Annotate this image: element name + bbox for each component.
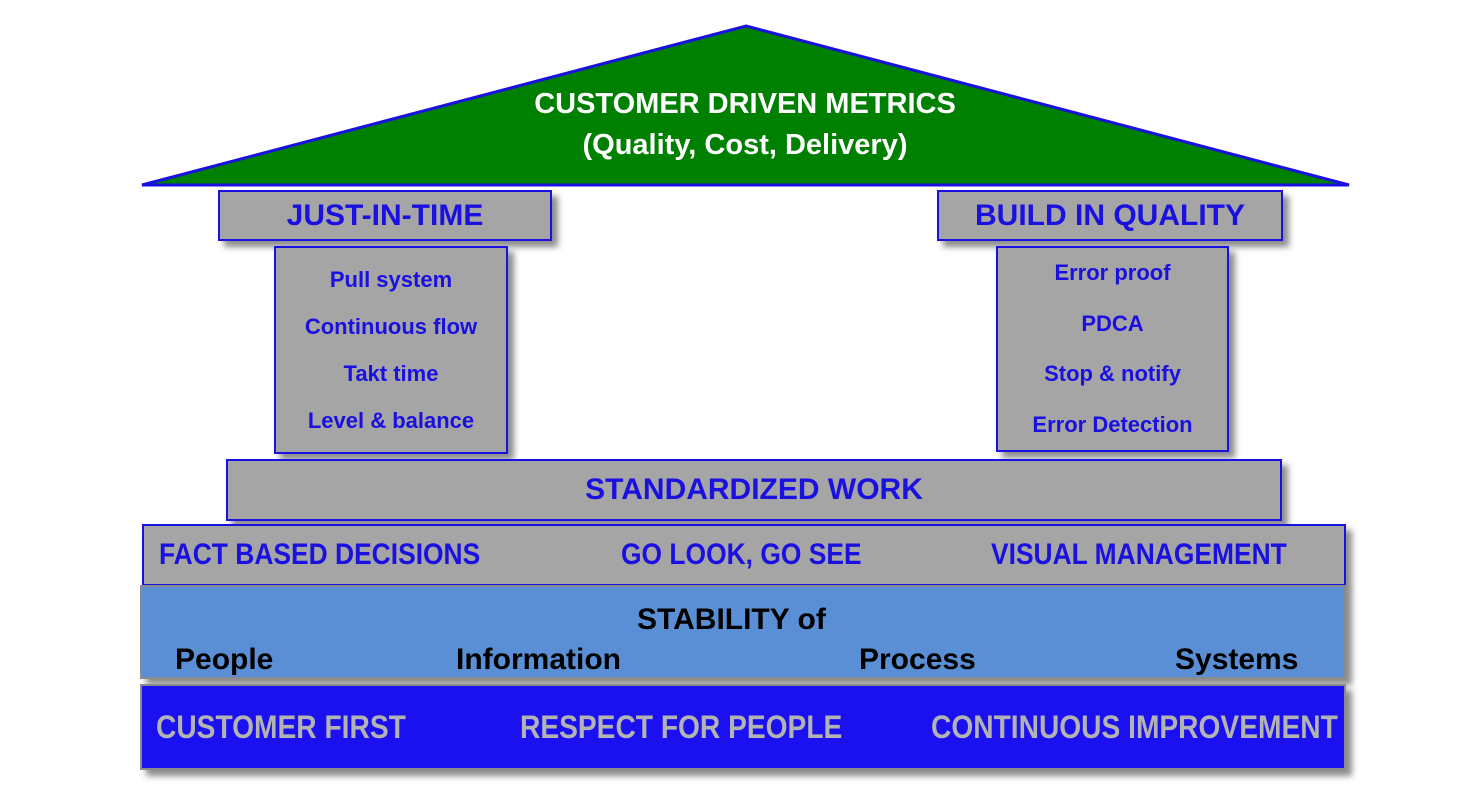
- just-in-time-title: JUST-IN-TIME: [286, 198, 484, 232]
- build-in-quality-header: BUILD IN QUALITY: [937, 190, 1283, 241]
- roof-text: CUSTOMER DRIVEN METRICS (Quality, Cost, …: [445, 84, 1045, 166]
- foundation-continuous-improvement: CONTINUOUS IMPROVEMENT: [931, 709, 1338, 745]
- jit-item: Continuous flow: [304, 313, 478, 339]
- biq-item: Stop & notify: [1044, 361, 1181, 387]
- jit-item: Takt time: [343, 360, 439, 386]
- standardized-work-label: STANDARDIZED WORK: [585, 473, 923, 506]
- biq-item: PDCA: [1081, 310, 1144, 336]
- principle-visual-management: VISUAL MANAGEMENT: [991, 538, 1287, 571]
- roof-shape: [141, 24, 1350, 187]
- stability-information: Information: [456, 643, 621, 676]
- biq-item: Error proof: [1054, 260, 1171, 286]
- principle-go-look: GO LOOK, GO SEE: [621, 538, 862, 571]
- roof-triangle: [141, 24, 1350, 187]
- foundation-respect-for-people: RESPECT FOR PEOPLE: [520, 709, 843, 745]
- foundation-bar: CUSTOMER FIRST RESPECT FOR PEOPLE CONTIN…: [140, 684, 1346, 770]
- build-in-quality-title: BUILD IN QUALITY: [975, 198, 1245, 232]
- roof-title: CUSTOMER DRIVEN METRICS: [534, 88, 956, 120]
- jit-item: Pull system: [329, 266, 453, 292]
- stability-title: STABILITY of: [637, 603, 826, 636]
- principle-fact-based: FACT BASED DECISIONS: [159, 538, 481, 571]
- foundation-customer-first: CUSTOMER FIRST: [156, 709, 406, 745]
- just-in-time-header: JUST-IN-TIME: [218, 190, 552, 241]
- just-in-time-pillar: Pull system Continuous flow Takt time Le…: [274, 246, 508, 454]
- standardized-work-bar: STANDARDIZED WORK: [226, 459, 1282, 521]
- build-in-quality-pillar: Error proof PDCA Stop & notify Error Det…: [996, 246, 1229, 452]
- stability-people: People: [175, 643, 274, 676]
- stability-bar: STABILITY of People Information Process …: [140, 585, 1346, 679]
- stability-process: Process: [859, 643, 976, 676]
- stability-systems: Systems: [1175, 643, 1299, 676]
- principles-bar: FACT BASED DECISIONS GO LOOK, GO SEE VIS…: [142, 524, 1346, 586]
- jit-item: Level & balance: [307, 407, 475, 433]
- biq-item: Error Detection: [1032, 411, 1193, 437]
- roof-subtitle: (Quality, Cost, Delivery): [582, 129, 908, 161]
